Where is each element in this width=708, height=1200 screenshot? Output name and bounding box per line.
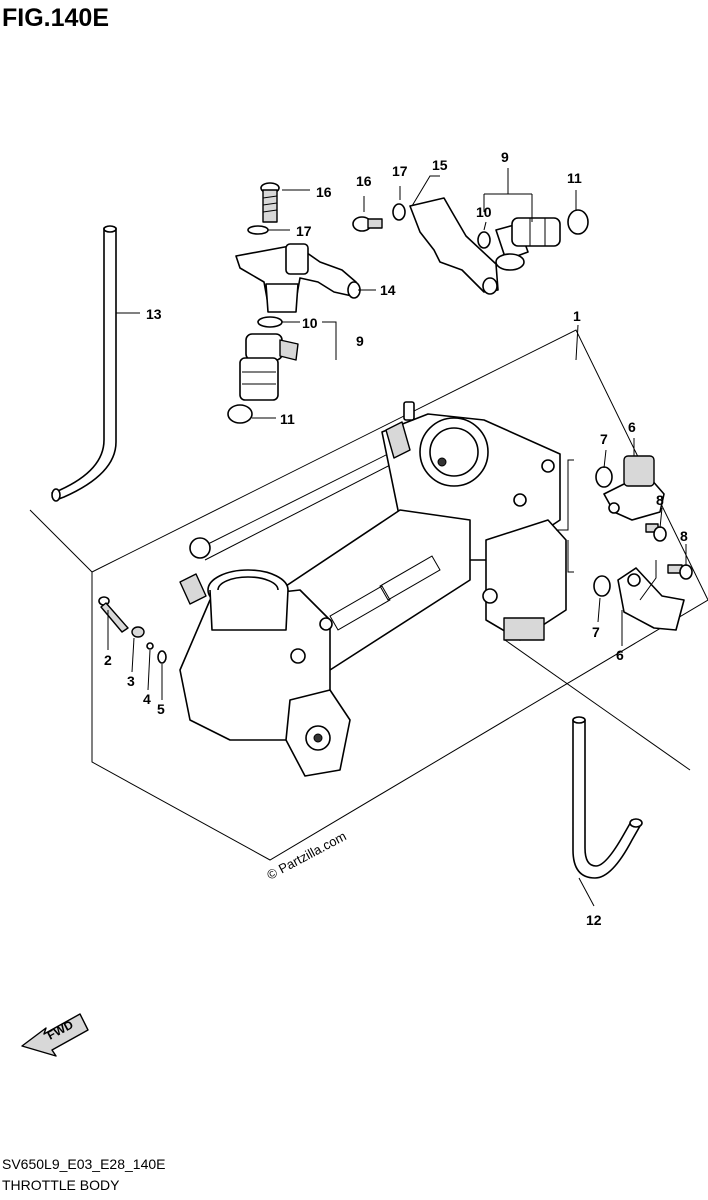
callout-6-upper: 6: [628, 419, 636, 435]
spring-3: [131, 626, 145, 638]
figure-code: SV650L9_E03_E28_140E: [2, 1156, 166, 1172]
callout-9-left: 9: [356, 333, 364, 349]
callout-11-right: 11: [567, 170, 582, 186]
o-ring-10-left: [257, 316, 283, 328]
callout-4: 4: [143, 691, 151, 707]
fwd-arrow: FWD: [21, 1013, 89, 1057]
o-ring-7-lower: [593, 575, 611, 597]
bolt-16-right: [352, 216, 383, 232]
fuel-rail-15: [409, 197, 499, 295]
figure-title: FIG.140E: [2, 4, 109, 32]
screw-2: [98, 596, 129, 633]
fuel-rail-14: [235, 243, 361, 313]
hose-13: [51, 225, 117, 502]
callout-12: 12: [586, 912, 602, 928]
cap-11-right: [567, 209, 589, 235]
sensor-6-upper: [603, 455, 665, 521]
callout-6-lower: 6: [616, 647, 624, 663]
callout-16-right: 16: [356, 173, 372, 189]
sensor-6-lower: [617, 567, 685, 631]
callout-2: 2: [104, 652, 112, 668]
injector-9-left: [239, 333, 299, 401]
o-ring-7-upper: [595, 466, 613, 488]
callout-10-right: 10: [476, 204, 492, 220]
hose-12-bracket: [504, 639, 691, 771]
callout-7-lower: 7: [592, 624, 600, 640]
bolt-8-lower: [667, 564, 693, 580]
washer-4: [146, 642, 154, 650]
callout-13: 13: [146, 306, 162, 322]
callout-8-upper: 8: [656, 492, 664, 508]
o-ring-10-right: [477, 231, 491, 249]
callout-9-right: 9: [501, 149, 509, 165]
callout-8-lower: 8: [680, 528, 688, 544]
injector-9-right: [495, 217, 561, 271]
o-ring-5: [157, 650, 167, 664]
callout-16-top: 16: [316, 184, 332, 200]
assembly-outline: [91, 329, 708, 861]
callout-14: 14: [380, 282, 396, 298]
callout-11-left: 11: [280, 411, 295, 427]
callout-17-right: 17: [392, 163, 408, 179]
callout-15: 15: [432, 157, 448, 173]
callout-5: 5: [157, 701, 165, 717]
callout-17-left: 17: [296, 223, 312, 239]
callout-3: 3: [127, 673, 135, 689]
hose-12: [572, 716, 643, 879]
o-ring-17-left: [247, 225, 269, 235]
callout-7-upper: 7: [600, 431, 608, 447]
hose-13-bracket: [29, 509, 93, 573]
callout-labels: 16 17 14 13 10 9 11 16 17 15 9 10 11 1 7…: [104, 149, 688, 928]
callout-1: 1: [573, 308, 581, 324]
o-ring-17-right: [392, 203, 406, 221]
bolt-8-upper: [645, 523, 667, 542]
throttle-body-assembly: [179, 401, 567, 777]
bolt-16-top: [260, 182, 280, 223]
figure-name: THROTTLE BODY: [2, 1177, 120, 1193]
callout-10-left: 10: [302, 315, 318, 331]
leader-lines: [107, 168, 687, 907]
cap-11-left: [227, 404, 253, 424]
